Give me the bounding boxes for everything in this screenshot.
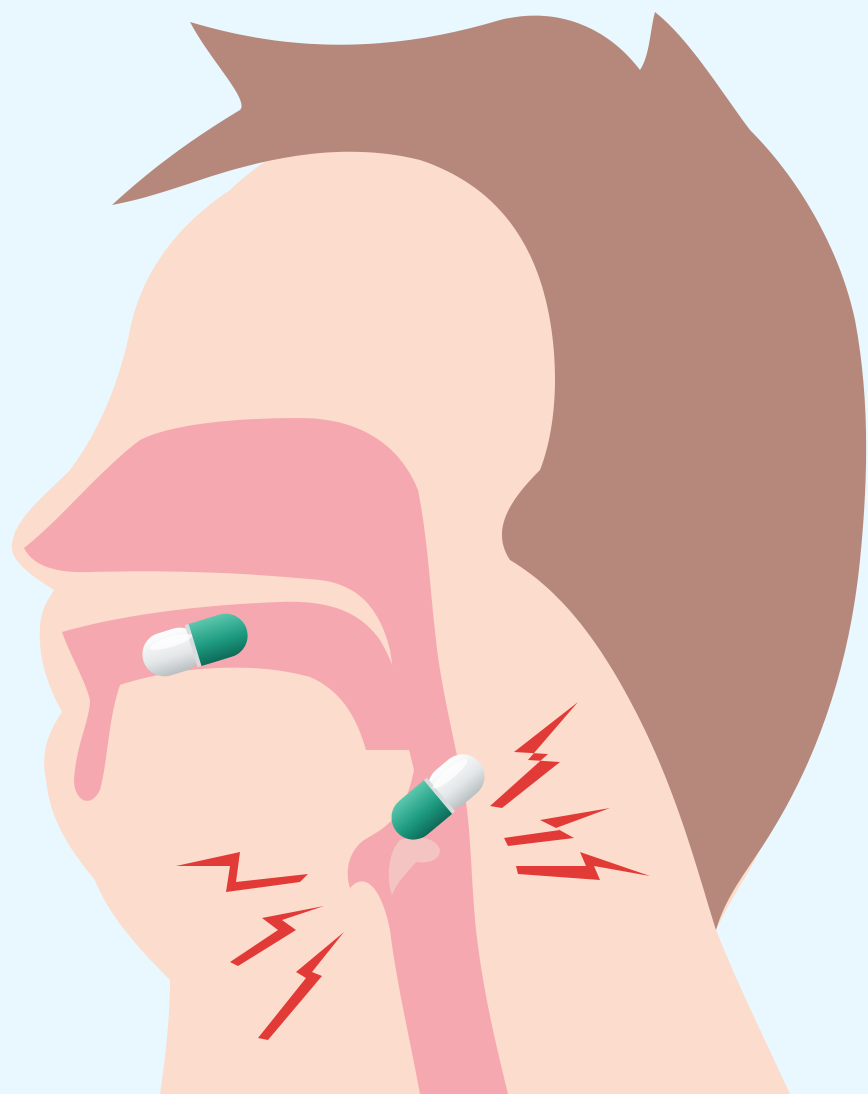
throat-pill-diagram xyxy=(0,0,868,1094)
